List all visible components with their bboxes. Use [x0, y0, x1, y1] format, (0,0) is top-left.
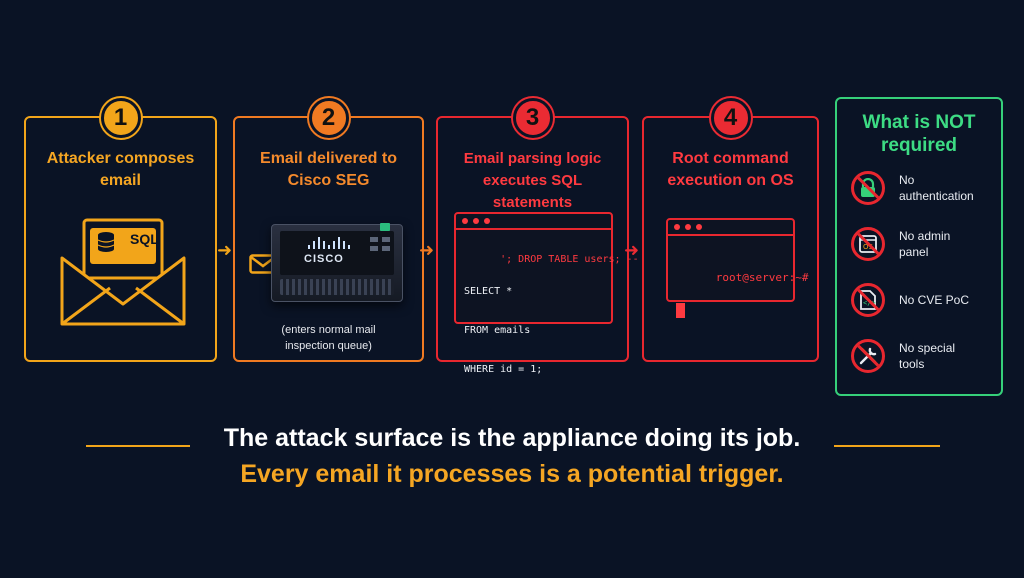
step-number: 3 [512, 98, 553, 138]
step-title: Email parsing logic executes SQL stateme… [463, 150, 602, 211]
sql-line: WHERE id = 1; [464, 364, 543, 375]
subheadline: Every email it processes is a potential … [240, 460, 784, 488]
step-title: Email delivered to Cisco SEG [260, 150, 397, 189]
admin-panel-icon: OS [851, 227, 885, 261]
envelope-icon: SQL [58, 218, 188, 328]
step-number: 4 [710, 98, 751, 138]
code-document-icon: </> [851, 283, 885, 317]
not-required-panel: What is NOT required No authentication O… [835, 97, 1003, 396]
flow-arrow-icon: ➜ [217, 240, 233, 260]
not-required-item: OS No admin panel [851, 227, 977, 261]
cisco-appliance: CISCO [271, 223, 403, 302]
terminal-cursor [676, 303, 685, 318]
status-led [380, 223, 390, 231]
envelope-sql-label: SQL [130, 231, 159, 247]
not-required-item: No special tools [851, 339, 975, 373]
step-2-card: 2 Email delivered to Cisco SEG CISCO (en… [233, 98, 424, 362]
divider [86, 445, 190, 447]
sql-line: FROM emails [464, 325, 531, 336]
window-controls [668, 220, 793, 236]
panel-title: What is NOT required [862, 112, 976, 156]
vents [280, 279, 394, 295]
terminal-window: root@server:~# [666, 218, 808, 318]
not-required-item: No authentication [851, 171, 991, 205]
flow-arrow-icon: ➜ [624, 240, 640, 260]
code-window: '; DROP TABLE users; -- SELECT * FROM em… [454, 212, 639, 375]
step-number: 2 [308, 98, 349, 138]
step-3-card: 3 Email parsing logic executes SQL state… [436, 98, 639, 375]
cisco-brand: CISCO [304, 253, 344, 265]
shell-prompt: root@server:~# [715, 271, 809, 284]
tools-icon [851, 339, 885, 373]
cisco-logo-icon [308, 237, 350, 249]
step-number: 1 [100, 98, 141, 138]
item-label: No authentication [899, 173, 974, 203]
step-title: Attacker composes email [46, 150, 195, 189]
headline: The attack surface is the appliance doin… [223, 424, 801, 452]
sql-injection-line: '; DROP TABLE users; -- [500, 254, 639, 265]
flow-arrow-icon: ➜ [419, 240, 435, 260]
item-label: No CVE PoC [899, 293, 970, 307]
step-1-card: 1 Attacker composes email SQL [24, 98, 217, 362]
step-4-card: 4 Root command execution on OS root@serv… [642, 98, 819, 362]
item-label: No admin panel [899, 229, 951, 259]
step-title: Root command execution on OS [667, 150, 794, 189]
step-note: (enters normal mail inspection queue) [281, 324, 376, 352]
divider [834, 445, 940, 447]
lock-icon [851, 171, 885, 205]
svg-text:</>: </> [863, 299, 876, 307]
sql-line: SELECT * [464, 286, 513, 297]
window-controls [456, 214, 611, 230]
item-label: No special tools [899, 341, 956, 371]
svg-text:OS: OS [863, 243, 874, 251]
ports [370, 237, 390, 251]
not-required-item: </> No CVE PoC [851, 283, 969, 317]
